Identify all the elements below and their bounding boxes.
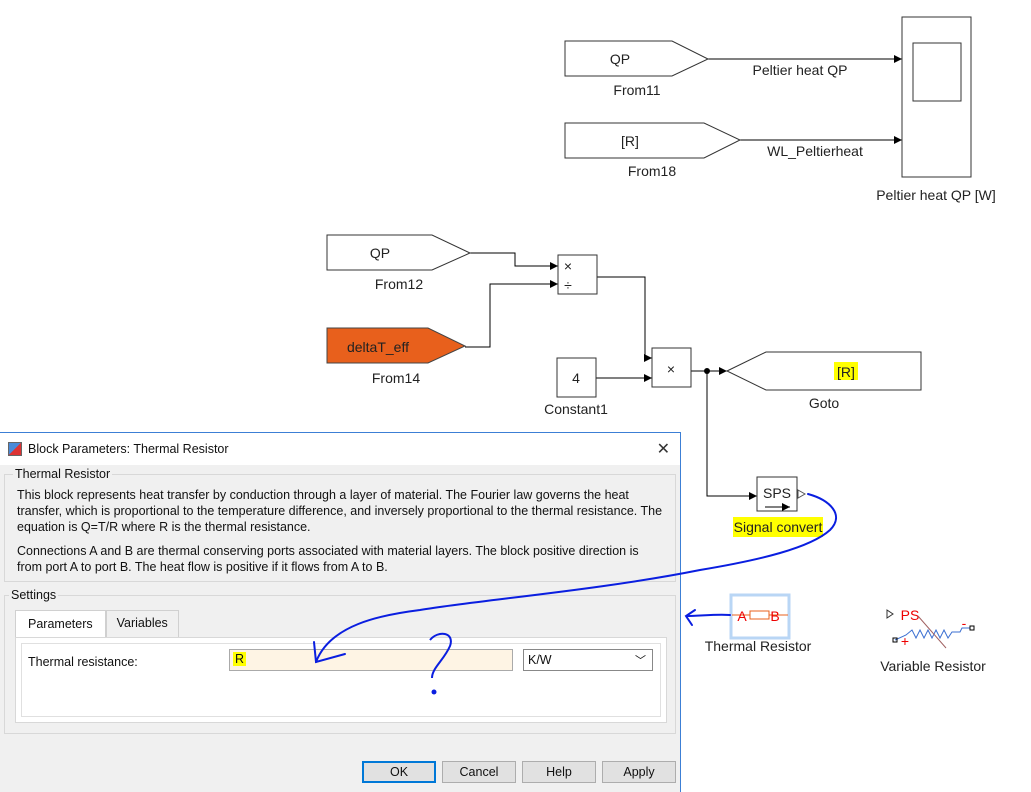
dialog-title-bar[interactable]: Block Parameters: Thermal Resistor [0, 433, 680, 465]
settings-group: Settings Parameters Variables Thermal re… [4, 588, 676, 734]
variable-resistor-block[interactable]: PS + - Variable Resistor [880, 607, 986, 674]
apply-button[interactable]: Apply [602, 761, 676, 783]
scope-block[interactable]: Peltier heat QP [W] [876, 16, 996, 203]
from12-label: From12 [375, 276, 423, 292]
port-b-label: B [770, 608, 779, 624]
from18-block[interactable]: [R] From18 [564, 122, 742, 179]
description-text: Connections A and B are thermal conservi… [17, 544, 639, 574]
parameters-panel: Thermal resistance: R K/W ﹀ [15, 637, 667, 723]
cancel-button[interactable]: Cancel [442, 761, 516, 783]
tab-variables[interactable]: Variables [105, 610, 179, 637]
goto-tag: [R] [837, 364, 855, 380]
from14-block[interactable]: deltaT_eff From14 [326, 327, 467, 386]
from18-tag: [R] [621, 133, 639, 149]
constant-value: 4 [572, 370, 580, 386]
constant-block[interactable]: 4 Constant1 [544, 357, 608, 417]
unit-value: K/W [528, 653, 552, 667]
multiply-sign: × [667, 361, 675, 377]
sps-block[interactable]: SPS Signal convert [733, 476, 823, 537]
from11-tag: QP [610, 51, 630, 67]
dialog-title: Block Parameters: Thermal Resistor [28, 442, 229, 456]
simulink-block-icon [8, 442, 22, 456]
thermal-resistance-input[interactable]: R [229, 649, 513, 671]
divide-block[interactable]: × ÷ [557, 254, 598, 295]
input-value: R [233, 652, 247, 666]
close-icon[interactable]: ✕ [656, 441, 670, 458]
group-title: Thermal Resistor [15, 467, 111, 481]
scope-label: Peltier heat QP [W] [876, 187, 996, 203]
from11-block[interactable]: QP From11 [564, 40, 710, 98]
group-title: Settings [11, 588, 57, 602]
constant-label: Constant1 [544, 401, 608, 417]
chevron-down-icon: ﹀ [635, 655, 646, 667]
thermal-resistor-label: Thermal Resistor [705, 638, 812, 654]
multiply-sign: × [564, 258, 572, 274]
sps-text: SPS [763, 485, 791, 501]
port-a-label: A [737, 608, 747, 624]
block-parameters-dialog: Block Parameters: Thermal Resistor ✕ The… [0, 432, 681, 792]
description-text: This block represents heat transfer by c… [17, 488, 663, 534]
description-group: Thermal Resistor This block represents h… [4, 467, 676, 582]
thermal-resistor-block[interactable]: A B Thermal Resistor [705, 593, 812, 654]
signal-label: Peltier heat QP [753, 62, 848, 78]
thermal-resistance-label: Thermal resistance: [28, 655, 138, 669]
ok-button[interactable]: OK [362, 761, 436, 783]
goto-block[interactable]: [R] Goto [725, 351, 922, 411]
ps-label: PS [901, 607, 920, 623]
from18-label: From18 [628, 163, 676, 179]
from12-tag: QP [370, 245, 390, 261]
from14-label: From14 [372, 370, 420, 386]
from14-tag: deltaT_eff [347, 339, 409, 355]
tab-parameters[interactable]: Parameters [15, 610, 106, 637]
from11-label: From11 [613, 82, 660, 98]
divide-sign: ÷ [564, 277, 572, 293]
goto-label: Goto [809, 395, 840, 411]
minus-label: - [962, 615, 967, 631]
sps-label: Signal convert [734, 519, 823, 535]
help-button[interactable]: Help [522, 761, 596, 783]
plus-label: + [901, 633, 909, 649]
product-block[interactable]: × [651, 347, 692, 388]
signal-label: WL_Peltierheat [767, 143, 863, 159]
from12-block[interactable]: QP From12 [326, 234, 472, 292]
unit-select[interactable]: K/W ﹀ [523, 649, 653, 671]
variable-resistor-label: Variable Resistor [880, 658, 986, 674]
